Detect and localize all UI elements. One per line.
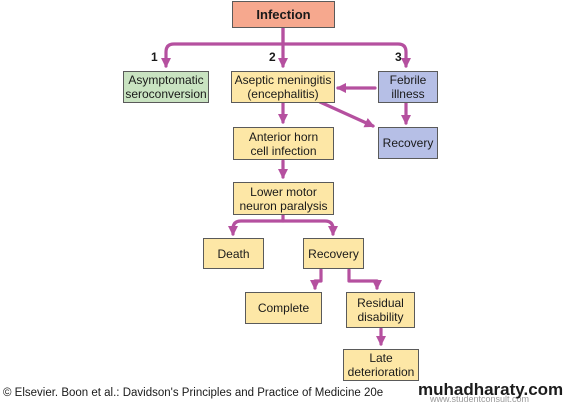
arrow-lower-to-death bbox=[227, 213, 285, 237]
arrow-to-asymptomatic bbox=[160, 26, 285, 69]
node-complete: Complete bbox=[245, 292, 322, 324]
node-aseptic-meningitis: Aseptic meningitis (encephalitis) bbox=[231, 71, 335, 103]
node-death: Death bbox=[203, 238, 264, 269]
node-recovery-febrile: Recovery bbox=[378, 127, 438, 159]
arrow-aseptic-to-recovery bbox=[318, 100, 375, 128]
node-asymptomatic-seroconversion: Asymptomatic seroconversion bbox=[123, 71, 209, 103]
arrow-recovery-to-residual bbox=[347, 268, 383, 291]
arrow-recovery-to-complete bbox=[309, 268, 323, 291]
node-recovery: Recovery bbox=[303, 238, 364, 269]
node-infection: Infection bbox=[232, 1, 335, 28]
node-late-deterioration: Late deterioration bbox=[343, 349, 419, 381]
arrow-lower-to-recovery bbox=[281, 219, 339, 237]
watermark-subtext: www.studentconsult.com bbox=[430, 394, 530, 404]
node-anterior-horn-cell-infection: Anterior horn cell infection bbox=[233, 127, 334, 160]
branch-number-1: 1 bbox=[151, 50, 158, 64]
arrow-to-febrile bbox=[281, 42, 412, 69]
copyright-notice: © Elsevier. Boon et al.: Davidson's Prin… bbox=[3, 387, 384, 399]
node-lower-motor-neuron-paralysis: Lower motor neuron paralysis bbox=[233, 182, 334, 215]
node-febrile-illness: Febrile illness bbox=[378, 71, 438, 103]
branch-number-3: 3 bbox=[395, 50, 402, 64]
node-residual-disability: Residual disability bbox=[346, 292, 415, 328]
branch-number-2: 2 bbox=[269, 50, 276, 64]
watermark-logo: muhadharaty.com bbox=[418, 380, 564, 399]
